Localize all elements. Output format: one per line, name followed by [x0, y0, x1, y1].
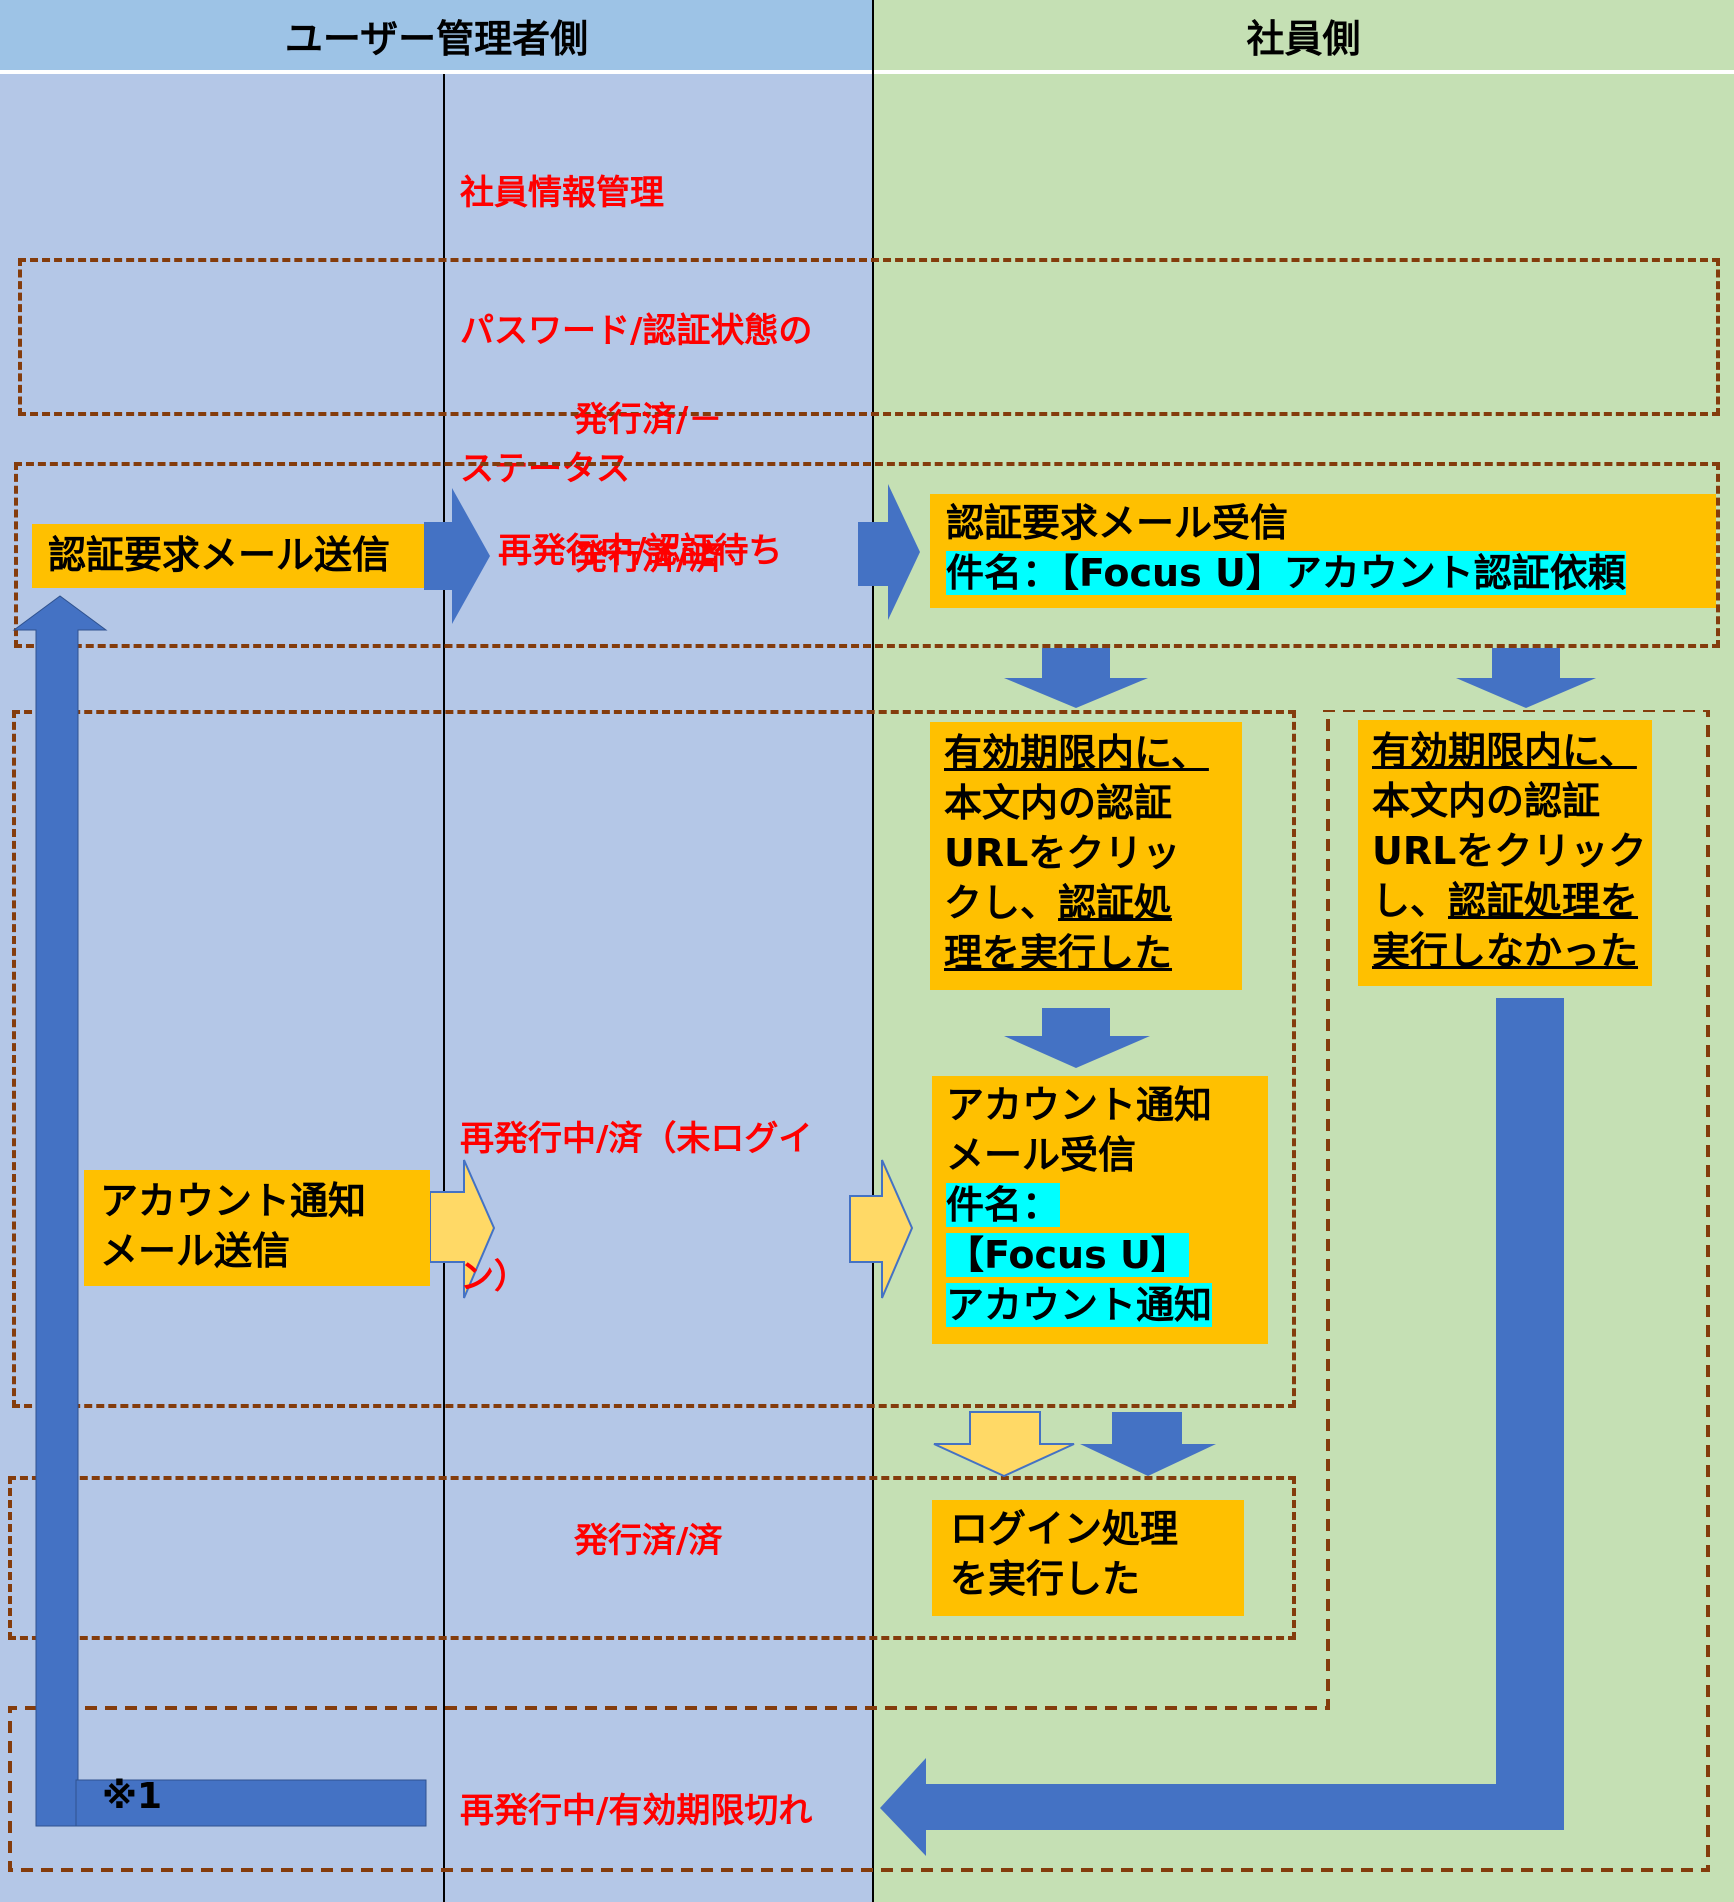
clicked-line: 本文内の認証 [944, 781, 1173, 825]
arrow-down-blue-login [1080, 1412, 1216, 1476]
status-reissue-waiting: 再発行中/認証待ち [498, 531, 783, 571]
not-clicked-line: し、 [1372, 879, 1449, 923]
status-column-divider [443, 74, 445, 1902]
loop-arrow-up [12, 595, 108, 1827]
arrow-status-to-account-recv [849, 1159, 914, 1299]
admin-lane-header: ユーザー管理者側 [0, 0, 873, 70]
login-card: ログイン処理 を実行した [932, 1500, 1244, 1616]
recv-account-mail-line: アカウント通知 [946, 1083, 1213, 1127]
recv-auth-mail-subject: 件名：【Focus U】アカウント認証依頼 [946, 551, 1626, 595]
arrow-down-to-account-mail [1004, 1008, 1150, 1068]
group-issued [18, 258, 1720, 416]
status-issued-line: 発行済/済 [574, 538, 723, 578]
recv-account-mail-subject: 件名： [946, 1183, 1061, 1227]
login-line: を実行した [950, 1557, 1141, 1601]
clicked-line: 有効期限内に、 [944, 731, 1209, 775]
status-issued: 発行済/－ 発行済/済 [574, 305, 722, 627]
clicked-line: URLをクリッ [944, 831, 1181, 875]
send-account-mail-line: アカウント通知 [100, 1179, 367, 1223]
not-clicked-line: URLをクリック [1372, 829, 1647, 873]
arrow-send-to-status [424, 488, 490, 624]
group-auth-request [14, 462, 1720, 648]
clicked-line: 理を実行した [944, 931, 1173, 975]
login-line: ログイン処理 [950, 1507, 1179, 1551]
employee-lane-header: 社員側 [873, 0, 1734, 70]
status-issued-line: 発行済/－ [574, 400, 723, 440]
arrow-status-to-employee [858, 484, 920, 620]
status-issued-done: 発行済/済 [574, 1521, 723, 1561]
status-header-line: ステータス [460, 449, 630, 489]
send-account-mail-line: メール送信 [100, 1229, 291, 1273]
recv-account-mail-card: アカウント通知 メール受信 件名： 【Focus U】 アカウント通知 [932, 1076, 1268, 1344]
recv-account-mail-subject: 【Focus U】 [946, 1233, 1189, 1277]
status-column-header: 社員情報管理 パスワード/認証状態の ステータス [460, 78, 812, 538]
send-account-mail-card: アカウント通知 メール送信 [84, 1170, 430, 1286]
not-clicked-line: 実行しなかった [1372, 929, 1639, 973]
status-reissue-done-line: 再発行中/済（未ログイ [460, 1119, 813, 1159]
loop-arrow-bottom [75, 1779, 427, 1827]
send-auth-mail-card: 認証要求メール送信 [32, 524, 424, 588]
not-clicked-line: 本文内の認証 [1372, 779, 1601, 823]
recv-auth-mail-title: 認証要求メール受信 [946, 501, 1289, 545]
clicked-card: 有効期限内に、 本文内の認証 URLをクリッ クし、認証処 理を実行した [930, 722, 1242, 990]
not-clicked-line: 有効期限内に、 [1372, 729, 1637, 773]
header-separator [0, 70, 1734, 74]
status-reissue-done-line: ン） [460, 1257, 528, 1297]
arrow-down-not-clicked [1456, 648, 1596, 708]
status-reissue-done: 再発行中/済（未ログイ ン） [460, 1024, 812, 1346]
status-header-line: パスワード/認証状態の [460, 311, 813, 351]
group-login [8, 1476, 1296, 1640]
recv-account-mail-subject: アカウント通知 [946, 1283, 1213, 1327]
lane-divider [872, 0, 874, 1902]
not-clicked-card: 有効期限内に、 本文内の認証 URLをクリック し、認証処理を 実行しなかった [1358, 720, 1652, 986]
group-auth-done [12, 710, 1296, 1408]
arrow-account-mail-to-status [429, 1159, 496, 1299]
expired-group-border [8, 710, 1710, 1872]
group-expired [8, 710, 1734, 1902]
clicked-line: クし、 [944, 881, 1059, 925]
arrow-down-yellow-login [933, 1411, 1075, 1478]
clicked-line: 認証処 [1058, 881, 1173, 925]
recv-account-mail-line: メール受信 [946, 1133, 1137, 1177]
status-reissue-expired: 再発行中/有効期限切れ [460, 1791, 813, 1831]
recv-auth-mail-card: 認証要求メール受信 件名：【Focus U】アカウント認証依頼 [930, 494, 1716, 608]
footnote-mark: ※1 [102, 1776, 163, 1817]
admin-lane [0, 0, 873, 1902]
not-clicked-line: 認証処理を [1448, 879, 1639, 923]
status-header-line: 社員情報管理 [460, 173, 664, 213]
arrow-down-clicked [1004, 648, 1148, 708]
